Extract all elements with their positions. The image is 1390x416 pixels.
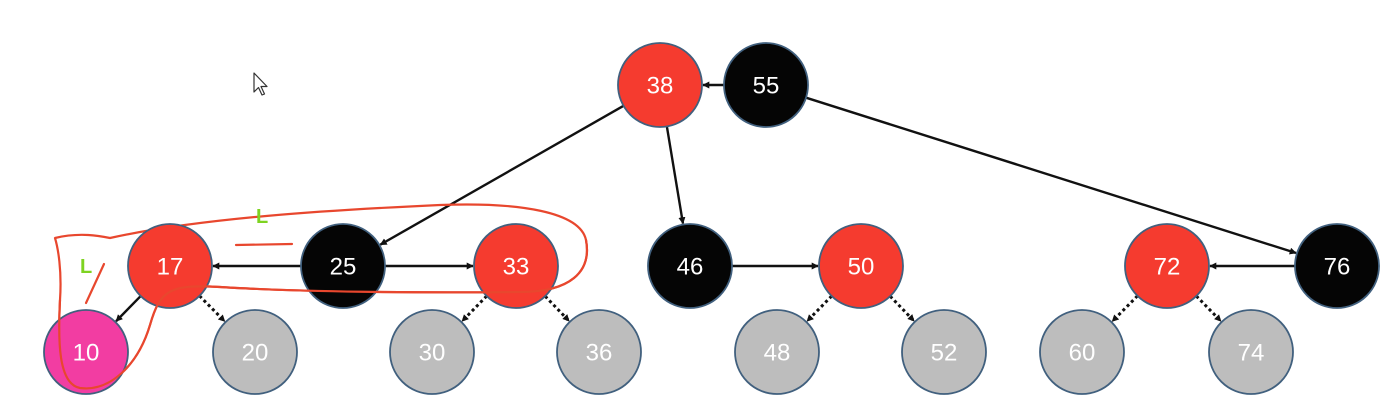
mouse-pointer-icon: [253, 72, 268, 96]
node-74: 74: [1208, 309, 1294, 395]
node-circle-20: [212, 309, 298, 395]
annotation-label-left: L: [80, 256, 92, 278]
node-circle-76: [1294, 223, 1380, 309]
node-76: 76: [1294, 223, 1380, 309]
node-label-74: 74: [1238, 340, 1265, 367]
edge-n38-n25: [379, 104, 625, 246]
node-33: 33: [473, 223, 559, 309]
node-circle-72: [1124, 223, 1210, 309]
node-circle-52: [901, 309, 987, 395]
edge-n33-n36: [544, 295, 571, 323]
node-label-33: 33: [503, 254, 530, 281]
node-30: 30: [389, 309, 475, 395]
node-10: 10: [43, 309, 129, 395]
edge-n38-n46: [665, 126, 686, 225]
edge-n50-n52: [889, 295, 916, 323]
edge-n72-n60: [1111, 294, 1139, 323]
annotation-label-top: L: [256, 206, 268, 228]
node-46: 46: [647, 223, 733, 309]
node-label-20: 20: [242, 340, 269, 367]
node-25: 25: [300, 223, 386, 309]
node-52: 52: [901, 309, 987, 395]
node-circle-30: [389, 309, 475, 395]
node-72: 72: [1124, 223, 1210, 309]
node-label-46: 46: [677, 254, 704, 281]
node-label-76: 76: [1324, 254, 1351, 281]
annotation-dash: [234, 242, 294, 247]
node-17: 17: [127, 223, 213, 309]
node-circle-38: [617, 42, 703, 128]
node-circle-36: [556, 309, 642, 395]
node-label-25: 25: [330, 254, 357, 281]
node-circle-60: [1039, 309, 1125, 395]
edge-n50-n48: [805, 294, 833, 323]
node-50: 50: [818, 223, 904, 309]
node-label-48: 48: [764, 340, 791, 367]
node-label-10: 10: [73, 340, 100, 367]
node-label-30: 30: [419, 340, 446, 367]
node-circle-46: [647, 223, 733, 309]
node-circle-25: [300, 223, 386, 309]
edges: [115, 81, 1297, 323]
edge-n72-n74: [1195, 294, 1223, 323]
edge-n17-n20: [198, 294, 226, 323]
node-36: 36: [556, 309, 642, 395]
node-label-72: 72: [1154, 254, 1181, 281]
annotation-labels: L L: [80, 206, 268, 278]
node-circle-48: [734, 309, 820, 395]
node-circle-74: [1208, 309, 1294, 395]
node-label-36: 36: [586, 340, 613, 367]
edge-n33-n30: [460, 294, 488, 323]
node-60: 60: [1039, 309, 1125, 395]
node-38: 38: [617, 42, 703, 128]
edge-n55-n76: [805, 96, 1297, 255]
nodes: 38 55 17 25 33 46 50 72 76 10 20 30 36 48 52 60 74: [43, 42, 1380, 395]
annotation-tick: [84, 262, 106, 305]
node-label-17: 17: [157, 254, 184, 281]
node-48: 48: [734, 309, 820, 395]
node-20: 20: [212, 309, 298, 395]
node-55: 55: [723, 42, 809, 128]
node-circle-33: [473, 223, 559, 309]
annotation-loop-overlay: [58, 238, 589, 390]
node-circle-55: [723, 42, 809, 128]
node-label-52: 52: [931, 340, 958, 367]
edge-n17-n10: [115, 295, 142, 323]
node-circle-50: [818, 223, 904, 309]
node-label-50: 50: [848, 254, 875, 281]
node-label-38: 38: [647, 73, 674, 100]
node-label-55: 55: [753, 73, 780, 100]
node-label-60: 60: [1069, 340, 1096, 367]
